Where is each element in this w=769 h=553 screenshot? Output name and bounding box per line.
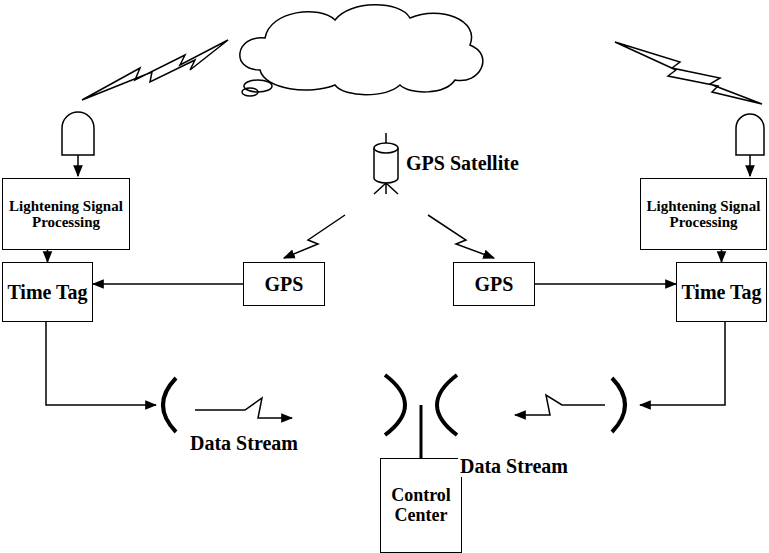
data-stream-link: [195, 398, 292, 418]
dish: [163, 378, 176, 432]
satellite-antenna: [385, 133, 387, 143]
lightning-bolt: [82, 40, 228, 100]
antenna-wire: [749, 155, 751, 176]
dish: [437, 375, 457, 435]
control-center-box: Control Center: [380, 458, 462, 553]
connector-arrow: [47, 250, 49, 262]
data-wire: [46, 322, 156, 405]
gps-receiver-box: GPS: [243, 262, 325, 306]
satellite-top: [374, 143, 398, 153]
dish: [612, 378, 625, 432]
node-text: Lightening Signal Processing: [641, 198, 766, 231]
radio-link: [428, 215, 494, 258]
dish-mast: [420, 405, 423, 458]
data-stream-link: [515, 395, 605, 415]
gps-receiver-box: GPS: [453, 262, 535, 306]
node-text: Lightening Signal Processing: [3, 198, 129, 231]
processing-box: Lightening Signal Processing: [640, 178, 767, 250]
connector-arrow: [93, 283, 243, 285]
connector-arrow: [535, 283, 676, 285]
node-text: Time Tag: [7, 281, 87, 303]
time-tag-box: Time Tag: [676, 262, 767, 322]
node-text: GPS: [475, 273, 514, 295]
data-wire: [640, 322, 725, 405]
dish: [385, 375, 405, 435]
connector-arrow: [721, 250, 723, 262]
satellite-legs: [374, 183, 398, 194]
cloud: [240, 5, 483, 95]
data-stream-label: Data Stream: [188, 432, 300, 454]
satellite-label: GPS Satellite: [404, 152, 521, 174]
radio-link: [284, 215, 345, 258]
node-text: GPS: [265, 273, 304, 295]
antenna-wire: [77, 155, 79, 176]
node-text: Control Center: [381, 486, 461, 526]
time-tag-box: Time Tag: [2, 262, 93, 322]
node-text: Time Tag: [681, 281, 761, 303]
lightning-bolt: [615, 42, 762, 104]
cloud-puff: [242, 88, 258, 96]
antenna: [736, 114, 764, 155]
processing-box: Lightening Signal Processing: [2, 178, 130, 250]
data-stream-label: Data Stream: [458, 455, 570, 477]
antenna: [62, 112, 94, 155]
